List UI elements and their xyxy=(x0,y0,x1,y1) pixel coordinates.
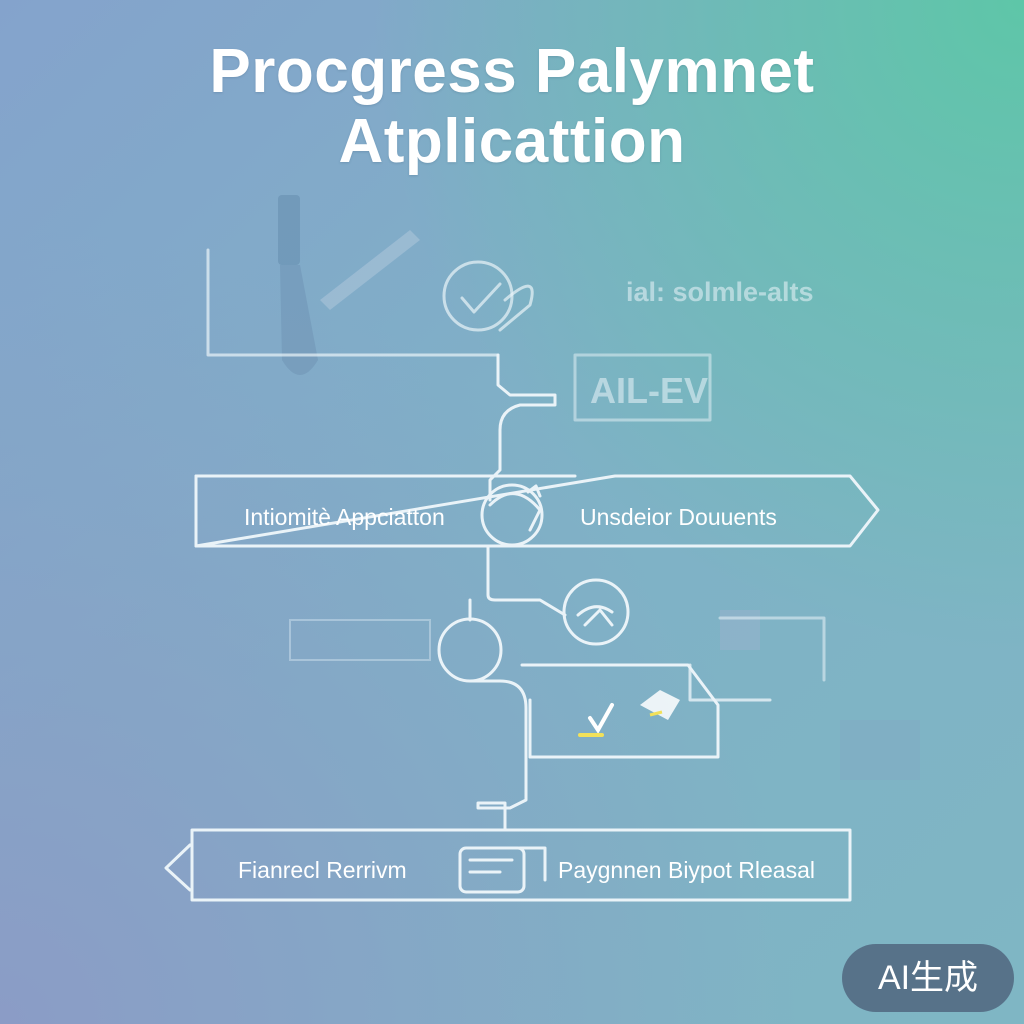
check-circle-icon-2 xyxy=(562,578,630,646)
ghost-label-middle-right: AIL-EV xyxy=(590,370,709,411)
ghost-decorations xyxy=(278,195,920,780)
pen-icon xyxy=(278,195,300,265)
flow-node-icon-2 xyxy=(437,617,503,683)
ai-generated-badge: AI生成 xyxy=(842,944,1014,1012)
document-icon xyxy=(640,690,680,720)
check-circle-icon xyxy=(442,260,514,332)
card-icon xyxy=(458,846,526,894)
flow-node-icon xyxy=(480,483,544,547)
frame-upper-left xyxy=(206,248,500,357)
page-title-line1: Procgress Palymnet xyxy=(209,37,815,106)
step-label-2: Unsdeior Douuents xyxy=(580,504,777,530)
step-label-1: Intiomitè Appciatton xyxy=(244,504,445,530)
ghost-label-upper-right: ial: solmle-alts xyxy=(626,277,814,307)
step-label-3: Fianrecl Rerrivm xyxy=(238,857,407,883)
pen-stroke-icon xyxy=(320,230,420,310)
check-mark-accents xyxy=(578,690,680,737)
page-title-line2: Atplicattion xyxy=(338,107,686,176)
document-stack-icon xyxy=(720,610,760,650)
pen-icon-body xyxy=(280,265,318,375)
step-label-4: Paygnnen Biypot Rleasal xyxy=(558,857,815,883)
